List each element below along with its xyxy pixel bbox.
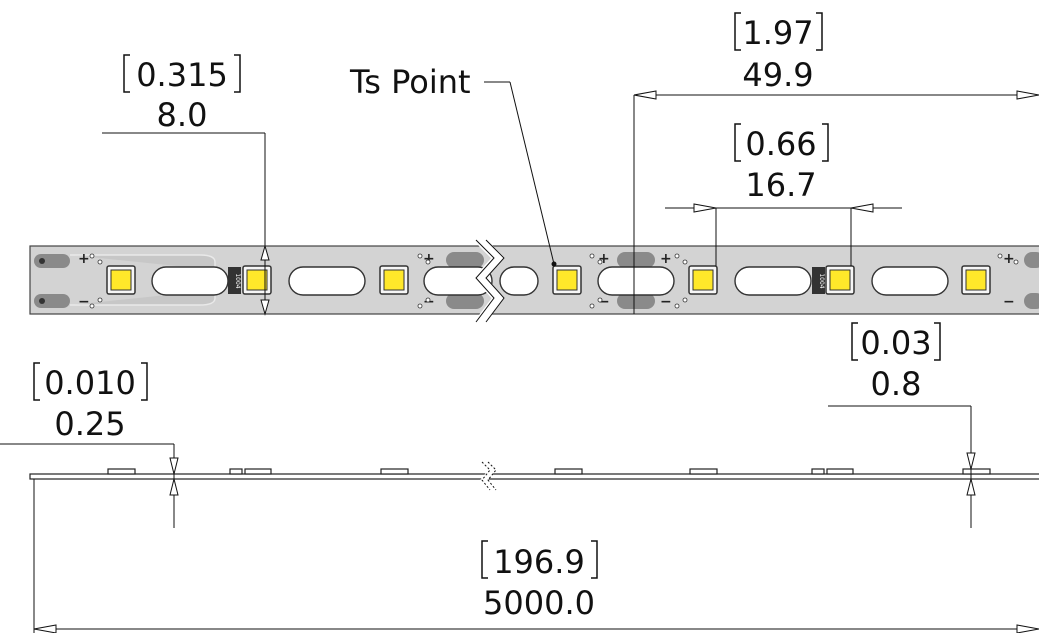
strip-side-view: [29, 459, 1039, 492]
cut-pad: [446, 252, 484, 268]
dim-total-thickness: 0.03 0.8: [828, 322, 976, 528]
resistor: 1004: [812, 267, 825, 294]
resistor-code: 1004: [234, 273, 241, 288]
slot: [597, 266, 675, 296]
cut-pad: [1024, 252, 1039, 268]
dim-pitch-mm: 49.9: [742, 56, 813, 94]
dim-length-in: 196.9: [493, 543, 585, 581]
slot: [288, 266, 366, 296]
led: [961, 265, 991, 295]
dim-length-mm: 5000.0: [483, 584, 595, 622]
svg-text:−: −: [1003, 294, 1015, 310]
svg-text:+: +: [423, 251, 435, 267]
svg-text:−: −: [598, 294, 610, 310]
dim-spacing-in: 0.66: [745, 125, 816, 163]
dim-total-in: 0.03: [860, 324, 931, 362]
cut-pad: [617, 293, 655, 309]
ts-point-callout: Ts Point: [349, 63, 557, 267]
slot: [871, 266, 949, 296]
dim-width: 0.315 8.0: [102, 54, 270, 316]
svg-text:+: +: [598, 251, 610, 267]
dim-pitch-in: 1.97: [742, 14, 813, 52]
led: [379, 265, 409, 295]
svg-text:+: +: [660, 251, 672, 267]
dim-total-mm: 0.8: [871, 365, 922, 403]
cut-pad: [446, 293, 484, 309]
dim-spacing-mm: 16.7: [745, 166, 816, 204]
slot: [734, 266, 812, 296]
resistor-code: 1004: [818, 273, 825, 288]
led: [242, 265, 272, 295]
cut-pad: [617, 252, 655, 268]
led: [825, 265, 855, 295]
dim-pcb-in: 0.010: [44, 364, 136, 402]
slot: [423, 266, 493, 296]
dim-pitch: 1.97 49.9: [633, 12, 1039, 314]
led: [106, 265, 136, 295]
dim-width-mm: 8.0: [157, 96, 208, 134]
dim-pcb-thickness: 0.010 0.25: [0, 362, 179, 528]
cut-pad: [1024, 293, 1039, 309]
slot: [151, 266, 229, 296]
slot: [499, 266, 539, 296]
dim-length: 196.9 5000.0: [33, 479, 1039, 633]
led: [688, 265, 718, 295]
dim-width-in: 0.315: [136, 56, 228, 94]
svg-text:+: +: [78, 251, 90, 267]
dim-pcb-mm: 0.25: [54, 405, 125, 443]
strip-top-view: + − + − + − + − + −: [29, 236, 1039, 325]
svg-text:−: −: [78, 294, 90, 310]
solder-pad: [34, 294, 70, 308]
dim-led-spacing: 0.66 16.7: [665, 123, 902, 266]
ts-point-label: Ts Point: [349, 63, 471, 101]
resistor: 1004: [228, 267, 241, 294]
svg-text:−: −: [660, 294, 672, 310]
solder-pad: [34, 254, 70, 268]
break-mark: [473, 236, 505, 325]
svg-text:+: +: [1003, 251, 1015, 267]
led: [552, 265, 582, 295]
